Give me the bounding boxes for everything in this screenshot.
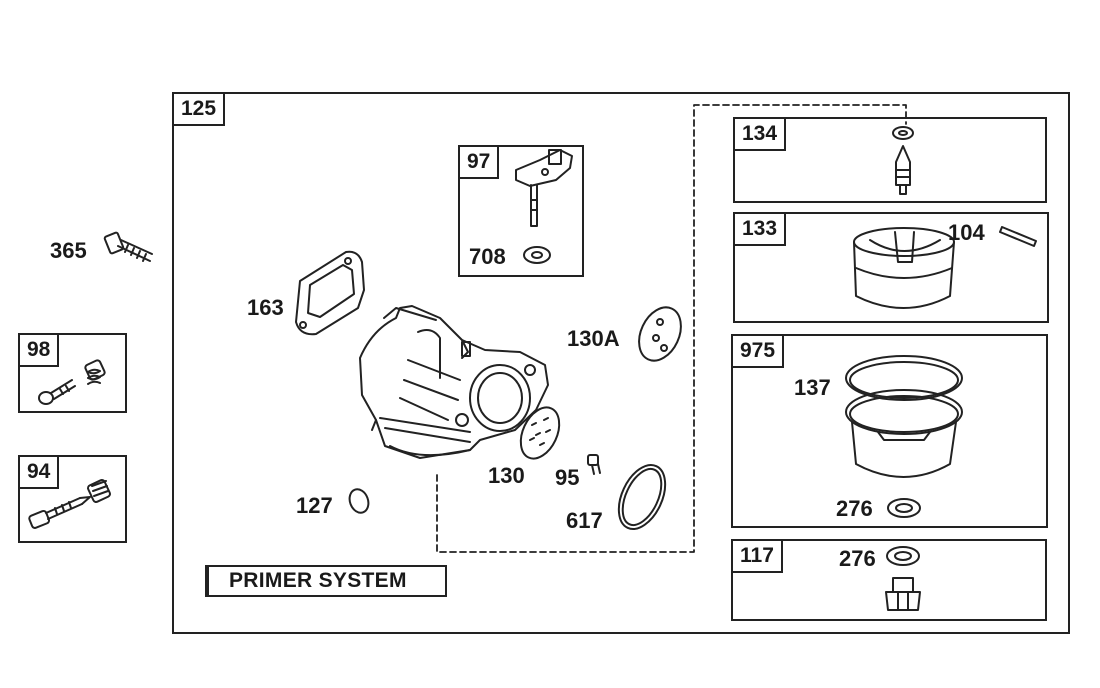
kit-98-parts-icon [39, 359, 106, 404]
callout-975: 975 [733, 336, 785, 368]
washer-276-second-icon [887, 547, 919, 565]
callout-137: 137 [794, 375, 831, 400]
gasket-708-icon [524, 247, 550, 263]
washer-276-icon [888, 499, 920, 517]
callout-97: 97 [460, 147, 500, 179]
callout-117: 117 [733, 541, 783, 573]
callout-130a: 130A [567, 326, 620, 351]
carburetor-body-icon [360, 306, 548, 458]
kit-94-box: 94 [18, 455, 127, 543]
callout-134: 134 [735, 119, 787, 151]
throttle-shaft-box: 97 [458, 145, 584, 277]
callout-125: 125 [174, 94, 226, 126]
throttle-shaft-97-icon [516, 150, 572, 226]
kit-98-box: 98 [18, 333, 127, 413]
carburetor-assembly-frame: 125 [172, 92, 1070, 634]
callout-163: 163 [247, 295, 284, 320]
pin-104-icon [1000, 227, 1036, 246]
float-bowl-975-icon [846, 356, 962, 477]
callout-104: 104 [948, 220, 985, 245]
callout-127: 127 [296, 493, 333, 518]
needle-valve-134-icon [893, 127, 913, 194]
float-133-box: 133 [733, 212, 1049, 323]
callout-276-bowl: 276 [836, 496, 873, 521]
primer-system-label: PRIMER SYSTEM [205, 565, 447, 597]
bolt-117-box: 117 [731, 539, 1047, 621]
plate-130a-icon [631, 301, 689, 368]
callout-276-bolt: 276 [839, 546, 876, 571]
callout-708: 708 [469, 244, 506, 269]
float-133-icon [854, 228, 954, 308]
kit-94-parts-icon [28, 479, 111, 529]
callout-130: 130 [488, 463, 525, 488]
callout-133: 133 [735, 214, 787, 246]
dashed-connector-line [437, 105, 906, 552]
bowl-bolt-117-icon [886, 578, 920, 610]
gasket-163-icon [296, 252, 364, 335]
callout-98: 98 [20, 335, 60, 367]
screw-365-icon [104, 232, 152, 261]
plug-127-icon [346, 487, 371, 516]
needle-134-box: 134 [733, 117, 1047, 203]
o-ring-617-icon [610, 458, 675, 537]
callout-95: 95 [555, 465, 580, 490]
plate-130-icon [513, 401, 567, 464]
callout-365: 365 [50, 238, 87, 263]
bowl-975-box: 975 [731, 334, 1048, 528]
screw-95-icon [588, 455, 600, 474]
callout-617: 617 [566, 508, 603, 533]
callout-94: 94 [20, 457, 60, 489]
